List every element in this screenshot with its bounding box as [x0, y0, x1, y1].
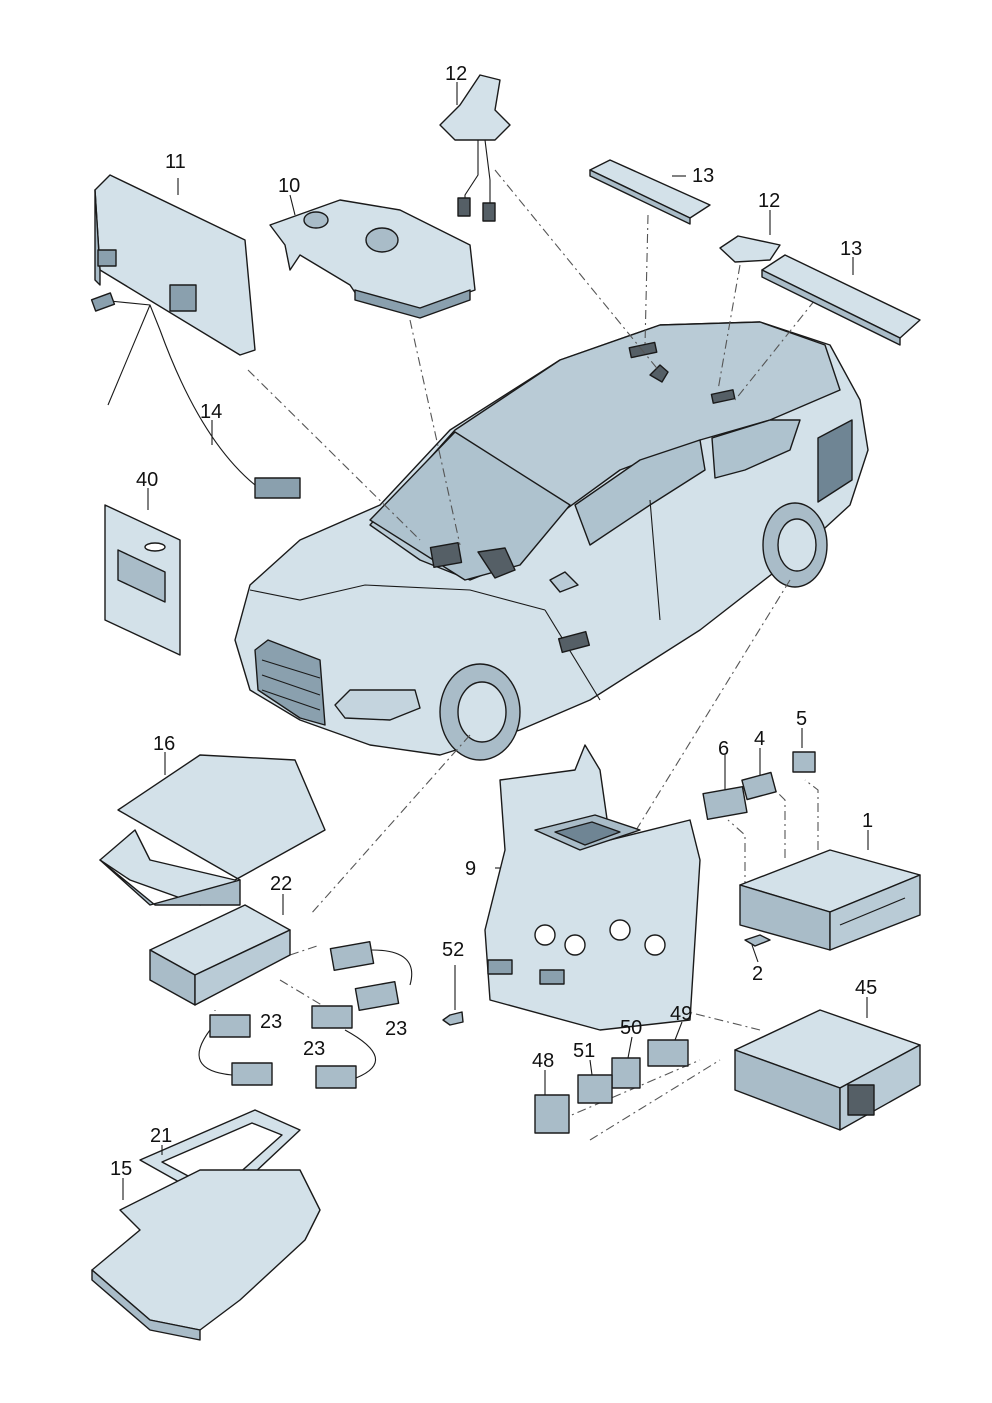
- callout-23b: 23: [260, 1011, 282, 1033]
- adapter-lead-23a: [329, 940, 413, 1012]
- control-box-22: [149, 904, 291, 1006]
- adapter-lead-23b: [198, 1014, 273, 1086]
- tray-16: [99, 754, 326, 906]
- callout-21: 21: [150, 1125, 172, 1147]
- screw-52: [442, 1011, 464, 1026]
- connector-4: [741, 771, 777, 801]
- callout-9: 9: [465, 858, 476, 880]
- callout-4: 4: [754, 728, 765, 750]
- navigation-unit-1: [739, 849, 921, 951]
- connector-51: [577, 1074, 613, 1104]
- manual-booklet-40: [104, 504, 181, 656]
- callout-15: 15: [110, 1158, 132, 1180]
- callout-12b: 12: [758, 190, 780, 212]
- tray-15: [91, 1169, 321, 1341]
- connector-50: [611, 1057, 641, 1089]
- adapter-lead-23c: [311, 1005, 376, 1089]
- callout-13b: 13: [840, 238, 862, 260]
- connector-5: [792, 751, 816, 773]
- antenna-strip-13b: [761, 254, 921, 346]
- callout-45: 45: [855, 977, 877, 999]
- antenna-strip-13a: [589, 159, 711, 225]
- callout-1: 1: [862, 810, 873, 832]
- antenna-cable-14: [90, 292, 301, 499]
- connector-6: [702, 786, 748, 820]
- callout-23a: 23: [385, 1018, 407, 1040]
- vehicle-body: [234, 321, 869, 761]
- unit-45: [734, 1009, 921, 1131]
- callout-2: 2: [752, 963, 763, 985]
- mounting-frame-9: [484, 744, 701, 1031]
- callout-23c: 23: [303, 1038, 325, 1060]
- callout-50: 50: [620, 1017, 642, 1039]
- callout-22: 22: [270, 873, 292, 895]
- callout-6: 6: [718, 738, 729, 760]
- connector-49: [647, 1039, 689, 1067]
- callout-52: 52: [442, 939, 464, 961]
- callout-48: 48: [532, 1050, 554, 1072]
- callout-labels: 1 2 4 5 6 9 10 11 12 12 13 13 14 15 16 2…: [110, 63, 877, 1180]
- antenna-module-12b: [719, 235, 781, 263]
- pad-2: [744, 934, 771, 947]
- callout-16: 16: [153, 733, 175, 755]
- roof-antenna-12: [439, 74, 511, 222]
- connector-48: [534, 1094, 570, 1134]
- callout-12a: 12: [445, 63, 467, 85]
- control-panel-10: [269, 199, 476, 319]
- callout-49: 49: [670, 1003, 692, 1025]
- callout-40: 40: [136, 469, 158, 491]
- callout-13a: 13: [692, 165, 714, 187]
- callout-14: 14: [200, 401, 222, 423]
- control-unit-11: [94, 174, 256, 356]
- callout-leaders: [122, 82, 869, 1200]
- callout-5: 5: [796, 708, 807, 730]
- callout-11: 11: [165, 151, 186, 173]
- callout-51: 51: [573, 1040, 595, 1062]
- callout-10: 10: [278, 175, 300, 197]
